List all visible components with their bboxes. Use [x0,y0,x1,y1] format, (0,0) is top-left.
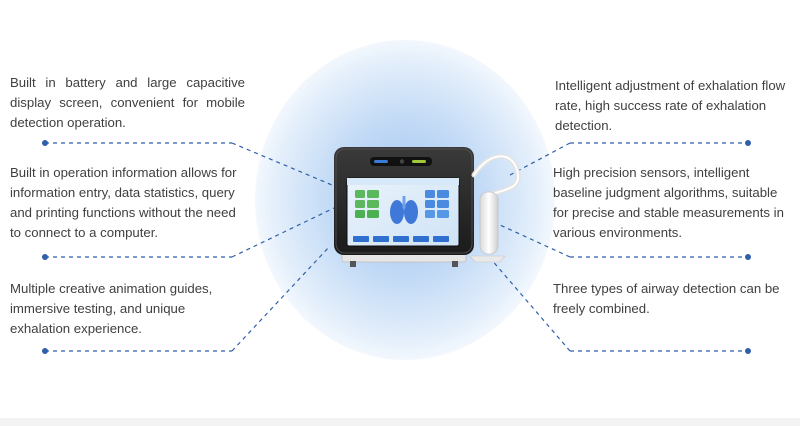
feature-precision-sensors: High precision sensors, intelligent base… [553,165,784,240]
footer-band [0,418,800,426]
connector-dot [745,348,751,354]
feature-flow-rate-adjustment: Intelligent adjustment of exhalation flo… [555,78,786,133]
connector-dot [745,140,751,146]
connector-dot [42,140,48,146]
feature-airway-detection: Three types of airway detection can be f… [553,281,780,316]
connector-dot [745,254,751,260]
feature-battery-display: Built in battery and large capacitive di… [10,75,245,130]
feature-animation-guides: Multiple creative animation guides, imme… [10,281,213,336]
feature-operation-information: Built in operation information allows fo… [10,165,237,240]
connector-dot [42,348,48,354]
connector-dot [42,254,48,260]
